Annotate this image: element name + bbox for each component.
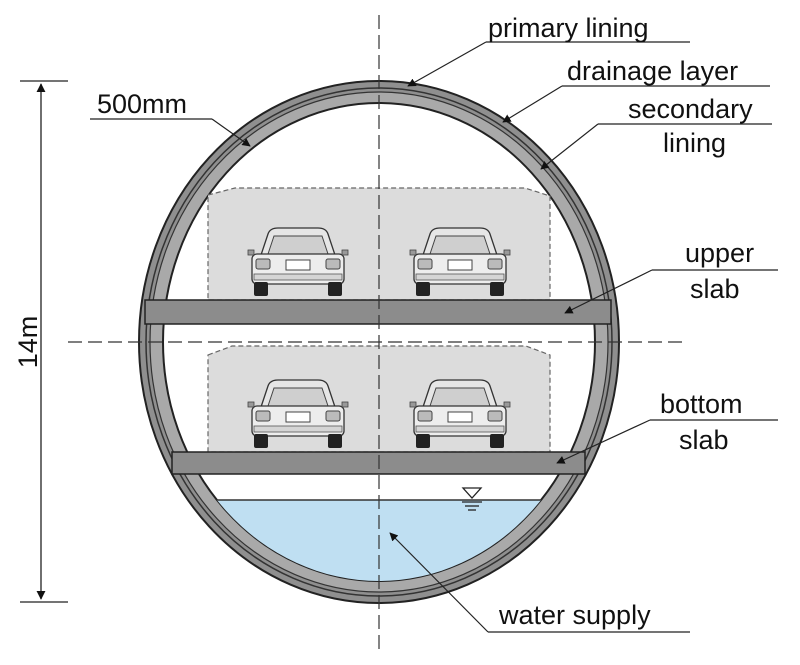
thickness-label: 500mm	[97, 89, 187, 119]
thickness-arrow	[211, 118, 251, 147]
upper-slab	[144, 299, 612, 325]
bottom-slab-label-line2: slab	[679, 425, 729, 455]
bottom-slab-label-line1: bottom	[660, 389, 743, 419]
secondary-lining-label-line1: secondary	[628, 94, 753, 124]
primary-lining-label: primary lining	[488, 13, 649, 43]
primary-lining-arrow	[407, 41, 487, 87]
upper-slab-label-line1: upper	[685, 238, 754, 268]
water-level-symbol	[461, 487, 483, 511]
diameter-label: 14m	[13, 316, 43, 369]
upper-slab-label-line2: slab	[690, 274, 740, 304]
secondary-lining-arrow	[540, 123, 599, 170]
drainage-layer-arrow	[502, 85, 563, 123]
water-supply-arrow	[389, 532, 489, 633]
drainage-layer-label: drainage layer	[567, 56, 738, 86]
water-supply-label: water supply	[498, 600, 651, 630]
secondary-lining-label-line2: lining	[663, 128, 726, 158]
upper-slab-arrow	[564, 269, 653, 314]
bottom-slab-arrow	[556, 419, 651, 464]
